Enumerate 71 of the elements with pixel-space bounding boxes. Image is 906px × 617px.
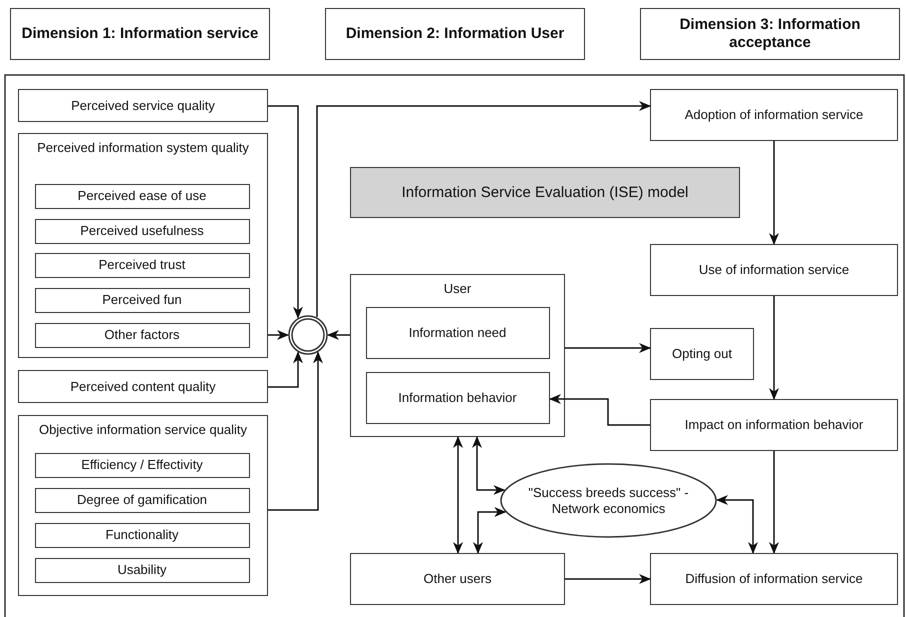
process-box — [34, 252, 250, 278]
node-label: Objective information service quality — [38, 422, 248, 438]
dimension-header — [10, 8, 270, 60]
node-label: Perceived information system quality — [36, 140, 250, 156]
node-label: Use of information service — [698, 262, 850, 278]
node-label: Diffusion of information service — [684, 571, 864, 587]
process-box — [366, 372, 550, 424]
node-label: Efficiency / Effectivity — [80, 457, 204, 473]
arrow — [565, 574, 651, 584]
node-label: Perceived usefulness — [79, 223, 205, 239]
node-label: Impact on information behavior — [684, 417, 864, 433]
arrow — [769, 296, 779, 400]
process-box — [34, 452, 250, 478]
process-box — [650, 244, 898, 296]
process-box — [650, 89, 898, 141]
arrow — [327, 330, 350, 340]
dimension-header — [640, 8, 900, 60]
arrow — [453, 436, 463, 554]
arrow — [268, 351, 303, 388]
node-label: Information Service Evaluation (ISE) model — [400, 184, 690, 202]
node-label: Perceived service quality — [70, 98, 216, 114]
process-box — [34, 488, 250, 512]
process-box — [34, 558, 250, 582]
node-label: Degree of gamification — [76, 492, 208, 508]
process-box — [350, 553, 565, 605]
arrow — [716, 495, 758, 554]
group-box — [18, 415, 268, 596]
node-label: Information behavior — [397, 390, 518, 406]
arrow — [268, 105, 303, 319]
group-box — [18, 133, 268, 358]
arrow — [769, 141, 779, 245]
process-box — [18, 370, 268, 403]
node-label: Other users — [422, 571, 492, 587]
junction-circle — [288, 315, 328, 355]
node-label: Perceived trust — [98, 257, 186, 273]
header-text: Dimension 3: Information acceptance — [678, 16, 862, 52]
node-label: Opting out — [671, 346, 733, 362]
title-box — [350, 167, 740, 218]
process-box — [650, 553, 898, 605]
process-box — [650, 328, 754, 380]
group-box — [350, 274, 565, 437]
header-text: Dimension 1: Information service — [20, 25, 260, 43]
arrow — [268, 330, 289, 340]
arrow — [316, 101, 651, 318]
node-label: Adoption of information service — [684, 107, 864, 123]
process-box — [34, 288, 250, 312]
process-box — [366, 306, 550, 358]
node-label: "Success breeds success" - Network economics — [527, 484, 690, 516]
arrow — [472, 436, 506, 495]
node-label: Perceived fun — [101, 292, 183, 308]
arrow — [769, 451, 779, 554]
arrow — [549, 394, 650, 426]
node-label: Information need — [408, 324, 508, 340]
arrow — [565, 343, 651, 353]
node-label: Perceived content quality — [69, 378, 217, 394]
node-label: Perceived ease of use — [76, 188, 208, 204]
ellipse-shape — [500, 463, 717, 538]
header-text: Dimension 2: Information User — [344, 25, 566, 43]
dimension-header — [325, 8, 585, 60]
process-box — [34, 184, 250, 208]
arrow — [268, 351, 323, 511]
process-box — [34, 322, 250, 348]
node-label: Usability — [116, 562, 168, 578]
node-label: Functionality — [104, 527, 180, 543]
arrow — [473, 507, 506, 554]
process-box — [34, 218, 250, 244]
process-box — [34, 522, 250, 548]
process-box — [650, 399, 898, 451]
process-box — [18, 89, 268, 122]
node-label: Other factors — [103, 327, 181, 343]
node-label: User — [442, 281, 472, 297]
